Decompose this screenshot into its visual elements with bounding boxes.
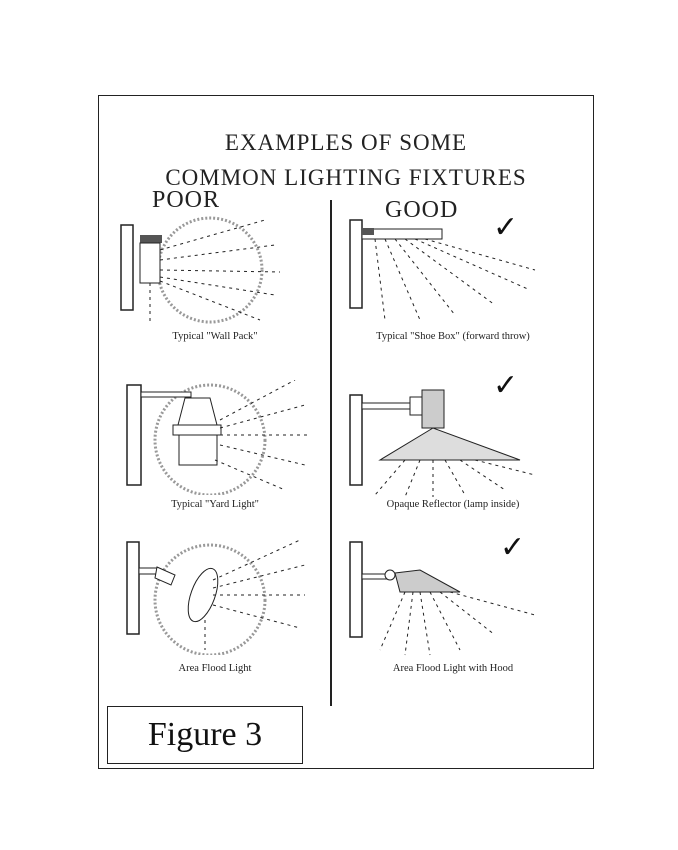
hooded-flood-light-fixture-icon <box>349 541 536 656</box>
area-flood-light-fixture-icon <box>126 540 306 655</box>
yard-light-fixture-icon <box>126 380 310 495</box>
caption-yard-light: Typical "Yard Light" <box>171 499 259 510</box>
good-checkmark-3: ✓ <box>500 530 526 565</box>
caption-hooded-flood-light: Area Flood Light with Hood <box>392 663 514 674</box>
poor-heading: POOR <box>152 187 221 213</box>
title-line-2: COMMON LIGHTING FIXTURES <box>165 165 527 190</box>
shoe-box-fixture-icon <box>349 219 536 321</box>
caption-opaque-reflector: Opaque Reflector (lamp inside) <box>386 499 520 510</box>
title-line-1: EXAMPLES OF SOME <box>224 130 468 155</box>
figure-frame <box>98 95 594 769</box>
wall-pack-fixture-icon <box>120 216 281 325</box>
figure-label: Figure 3 <box>107 706 303 764</box>
caption-shoe-box: Typical "Shoe Box" (forward throw) <box>376 331 530 342</box>
good-checkmark-2: ✓ <box>493 368 519 403</box>
good-checkmark-1: ✓ <box>493 210 519 245</box>
opaque-reflector-fixture-icon <box>349 389 536 498</box>
good-heading: GOOD <box>385 197 459 223</box>
column-divider <box>330 200 332 706</box>
caption-area-flood-light: Area Flood Light <box>178 663 252 674</box>
caption-wall-pack: Typical "Wall Pack" <box>172 331 258 342</box>
